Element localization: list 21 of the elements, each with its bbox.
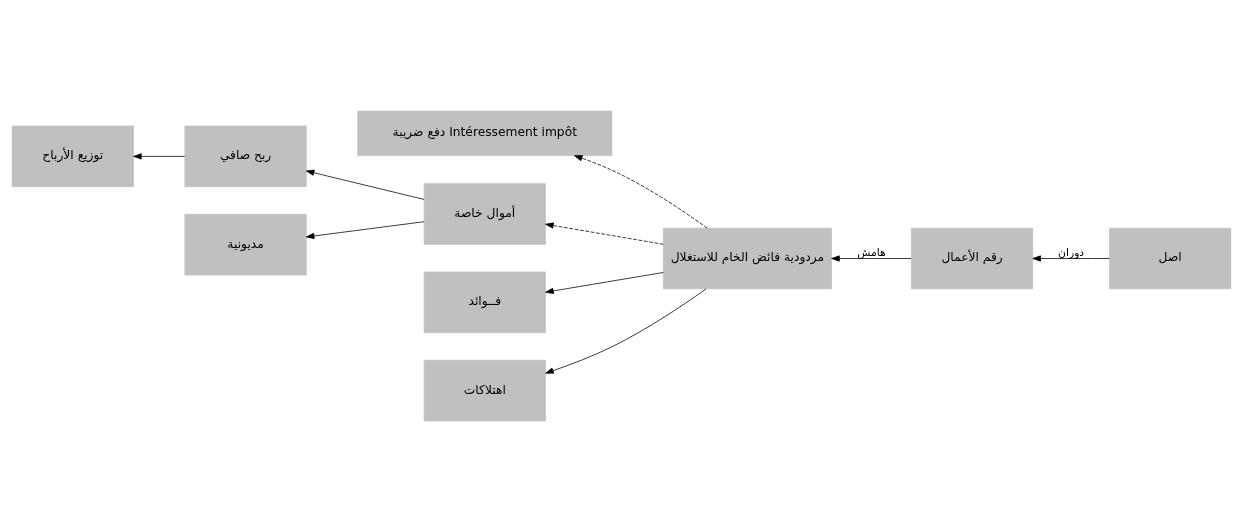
arrow <box>133 153 186 160</box>
node-box: ربح صافي <box>184 125 307 188</box>
node-box: اصل <box>1109 227 1232 290</box>
node-box: فــوائد <box>423 271 546 333</box>
node-box: توزيع الأرباح <box>11 125 134 188</box>
arrow <box>545 288 707 374</box>
node-box: مديونية <box>184 213 307 276</box>
arrow <box>574 155 708 229</box>
arrow <box>305 169 425 200</box>
node-box: أموال خاصة <box>423 183 546 245</box>
node-box: مردودية فائض الخام للاستغلال <box>662 227 832 290</box>
edge-label: دوران <box>1058 245 1085 259</box>
arrow <box>545 222 664 245</box>
arrow <box>1032 255 1110 262</box>
node-box: دفع ضريبة Intéressement impôt <box>357 110 613 156</box>
arrow <box>545 272 664 294</box>
node-box: رقم الأعمال <box>911 227 1034 290</box>
arrow <box>305 221 425 239</box>
edge-label: هامش <box>857 245 886 259</box>
arrow <box>831 255 912 262</box>
node-box: اهتلاكات <box>423 359 546 422</box>
